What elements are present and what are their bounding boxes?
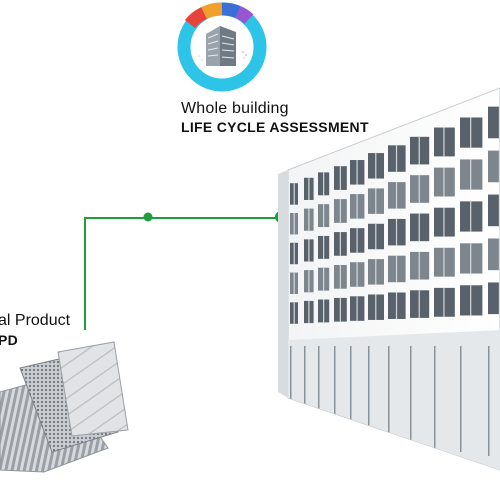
window-mullion	[395, 255, 398, 283]
window-mullion	[308, 208, 310, 231]
window-mullion	[293, 272, 295, 294]
window-mullion	[498, 106, 500, 139]
window-mullion	[308, 270, 310, 293]
window	[488, 106, 500, 139]
window-mullion	[498, 282, 500, 315]
window-mullion	[323, 299, 325, 323]
window-mullion	[395, 145, 398, 172]
window-mullion	[375, 153, 377, 179]
window-mullion	[470, 117, 472, 148]
window	[488, 238, 500, 271]
panel-stack-icon	[0, 341, 129, 473]
window-mullion	[356, 296, 358, 321]
window-mullion	[339, 166, 341, 190]
building-icon	[198, 26, 247, 66]
ground-floor-column	[290, 346, 292, 416]
window-mullion	[308, 177, 310, 200]
ground-floor-column	[318, 346, 320, 424]
window-mullion	[308, 239, 310, 262]
window-mullion	[293, 302, 295, 324]
window-mullion	[395, 182, 398, 209]
window-mullion	[339, 264, 341, 289]
window-mullion	[443, 287, 445, 317]
window-mullion	[293, 212, 295, 235]
window-mullion	[339, 232, 341, 256]
lca-title-line2: LIFE CYCLE ASSESSMENT	[181, 119, 369, 135]
window-mullion	[323, 267, 325, 291]
window-mullion	[323, 172, 325, 196]
ground-floor-column	[304, 346, 306, 420]
ground-floor-column	[350, 346, 352, 432]
ground-floor-column	[368, 346, 370, 436]
window-mullion	[470, 285, 472, 316]
ground-floor-column	[410, 346, 412, 444]
window-mullion	[443, 247, 445, 277]
window-mullion	[418, 251, 420, 280]
window-mullion	[395, 218, 398, 246]
ground-floor-column	[388, 346, 390, 440]
window-mullion	[375, 259, 377, 285]
window-mullion	[323, 235, 325, 259]
window	[488, 282, 500, 315]
window-mullion	[375, 188, 377, 214]
window-mullion	[418, 175, 420, 203]
window-mullion	[470, 243, 472, 274]
window-mullion	[443, 207, 445, 237]
office-building-icon	[278, 87, 500, 471]
window-mullion	[418, 290, 420, 318]
window-mullion	[339, 199, 341, 223]
window-mullion	[443, 127, 445, 157]
window-mullion	[339, 297, 341, 322]
window-mullion	[498, 150, 500, 183]
window-mullion	[308, 300, 310, 324]
window-mullion	[356, 262, 358, 287]
window-mullion	[418, 136, 420, 165]
window-mullion	[498, 194, 500, 227]
window-mullion	[293, 242, 295, 265]
window-mullion	[323, 204, 325, 228]
window	[488, 150, 500, 183]
window-mullion	[470, 201, 472, 232]
window-mullion	[470, 159, 472, 190]
product-title-line1: al Product	[0, 312, 71, 329]
window-mullion	[395, 292, 398, 319]
product-title-line2: PD	[0, 332, 19, 348]
window-mullion	[443, 167, 445, 197]
window-mullion	[375, 223, 377, 250]
window-mullion	[356, 228, 358, 253]
connector-line	[84, 211, 287, 330]
window-mullion	[375, 294, 377, 320]
window-mullion	[293, 183, 295, 205]
lca-title-line1: Whole building	[181, 100, 289, 117]
ground-floor-column	[488, 346, 490, 456]
window-mullion	[356, 194, 358, 219]
window-mullion	[418, 213, 420, 242]
window-mullion	[356, 160, 358, 185]
lca-donut-icon	[177, 2, 267, 92]
window	[488, 194, 500, 227]
ground-floor-column	[460, 346, 462, 452]
window-mullion	[498, 238, 500, 271]
ground-floor-column	[434, 346, 436, 448]
ground-floor-column	[334, 346, 336, 428]
